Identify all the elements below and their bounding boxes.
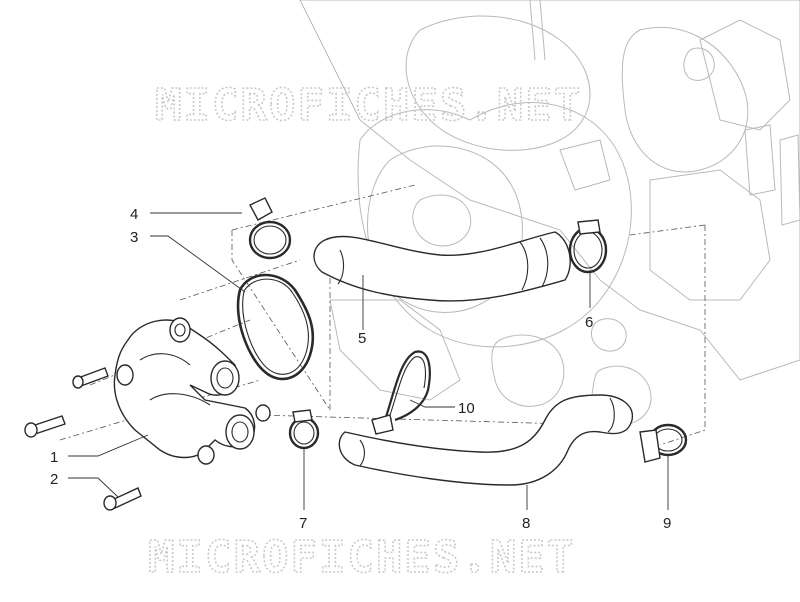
bolt-middle bbox=[24, 415, 66, 438]
leader-lines bbox=[68, 212, 669, 510]
callout-1: 1 bbox=[50, 449, 58, 466]
thermostat-housing bbox=[113, 317, 271, 465]
callout-4: 4 bbox=[130, 206, 138, 223]
callout-3: 3 bbox=[130, 229, 138, 246]
hose-clamp-7 bbox=[288, 409, 320, 450]
callout-5: 5 bbox=[358, 330, 366, 347]
callout-10: 10 bbox=[458, 400, 475, 417]
bolt-upper bbox=[72, 367, 109, 389]
callout-6: 6 bbox=[585, 314, 593, 331]
hose-clip-10 bbox=[371, 350, 431, 435]
hose-clamp-4 bbox=[248, 197, 292, 260]
callout-8: 8 bbox=[522, 515, 530, 532]
hose-clamp-9 bbox=[639, 423, 688, 463]
gasket-o-ring bbox=[236, 273, 315, 381]
callout-7: 7 bbox=[299, 515, 307, 532]
engine-background bbox=[299, 0, 800, 426]
callout-9: 9 bbox=[663, 515, 671, 532]
watermark-bottom: MICROFICHES.NET bbox=[148, 532, 575, 583]
bolt-lower bbox=[103, 487, 142, 511]
callout-labels: 1 2 3 4 5 6 7 8 9 10 bbox=[50, 206, 671, 532]
lower-hose bbox=[338, 394, 634, 486]
hose-clamp-6 bbox=[568, 219, 608, 274]
upper-hose bbox=[313, 231, 571, 302]
callout-2: 2 bbox=[50, 471, 58, 488]
watermark-top: MICROFICHES.NET bbox=[155, 80, 582, 131]
